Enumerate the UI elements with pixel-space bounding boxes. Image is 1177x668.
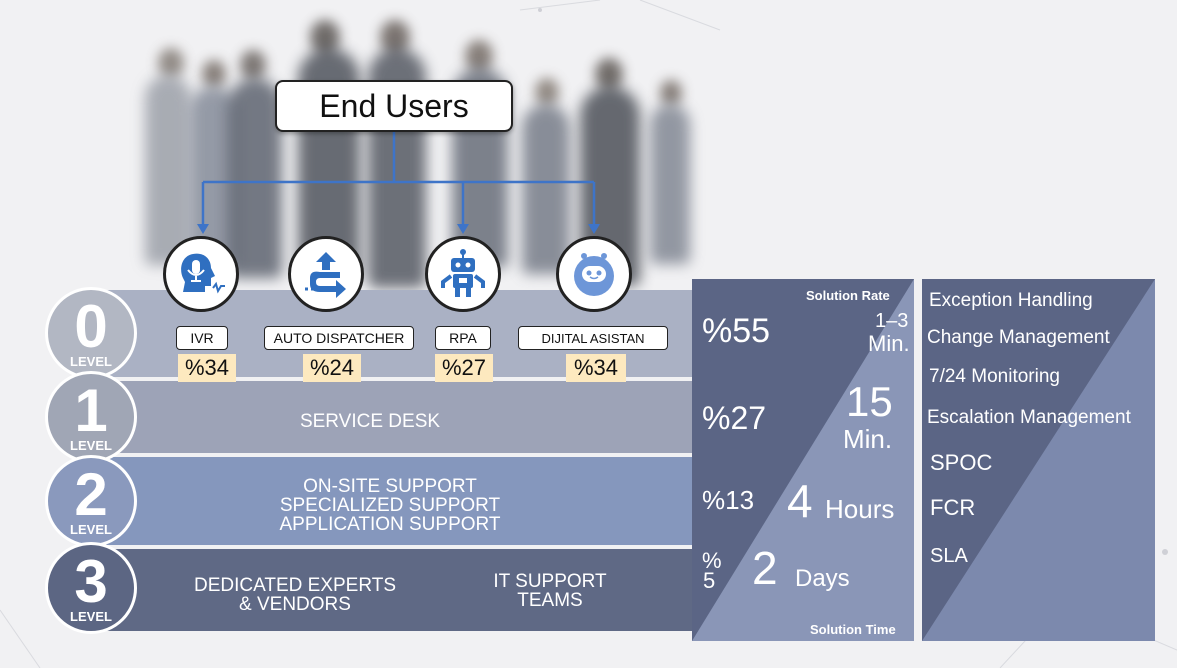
auto-dispatcher-rate: %24 [303,354,361,382]
teams-text: TEAMS [517,590,583,611]
ivr-channel [163,236,239,312]
dijital-asistan-label: DIJITAL ASISTAN [518,326,668,350]
level-label: LEVEL [70,354,112,369]
service-item: Exception Handling [929,290,1093,311]
time-level-0-value: 1–3 [875,310,909,332]
service-item: SLA [930,545,968,567]
application-support-text: APPLICATION SUPPORT [279,514,501,535]
level-3-band [90,549,695,631]
specialized-support-text: SPECIALIZED SUPPORT [279,495,501,516]
solution-rate-header: Solution Rate [806,288,890,303]
time-level-3-unit: Days [795,565,850,592]
level-1-band [90,381,695,453]
time-level-1-value: 15 [846,378,893,425]
time-level-3-value: 2 [752,542,778,594]
chatbot-icon [574,253,614,296]
time-level-0-unit: Min. [868,331,910,356]
level-0-badge: 0 LEVEL [45,287,137,379]
level-number: 0 [74,293,108,360]
time-level-2-value: 4 [787,475,813,527]
rate-level-2: %13 [702,485,755,515]
dispatch-arrows-icon [304,252,346,298]
solution-time-footer: Solution Time [810,622,896,637]
time-level-1-unit: Min. [843,424,893,454]
rpa-label: RPA [435,326,491,350]
dijital-asistan-channel [556,236,632,312]
level-label: LEVEL [70,522,112,537]
service-item: Escalation Management [927,407,1131,428]
level-2-band [90,457,695,545]
dijital-asistan-rate: %34 [566,354,626,382]
level-number: 2 [74,461,108,528]
level-1-badge: 1 LEVEL [45,371,137,463]
rpa-rate: %27 [435,354,493,382]
level-number: 3 [74,548,108,615]
on-site-support-text: ON-SITE SUPPORT [303,476,477,497]
level-2-badge: 2 LEVEL [45,455,137,547]
metrics-panel [692,279,914,641]
ivr-label: IVR [176,326,228,350]
service-desk-text: SERVICE DESK [299,411,441,432]
end-users-box: End Users [275,80,513,132]
time-level-2-unit: Hours [825,494,895,524]
service-item: 7/24 Monitoring [929,366,1060,387]
rate-level-0: %55 [702,312,771,350]
service-item: Change Management [927,327,1110,348]
it-support-text: IT SUPPORT [493,571,607,592]
level-label: LEVEL [70,609,112,624]
vendors-text: & VENDORS [239,594,351,615]
service-item: SPOC [930,450,993,475]
voice-assistant-icon [181,253,225,294]
services-panel [922,279,1155,641]
rpa-channel [425,236,501,312]
level-number: 1 [74,377,108,444]
end-users-label: End Users [319,87,469,124]
service-item: FCR [930,495,976,520]
auto-dispatcher-channel [288,236,364,312]
dedicated-experts-text: DEDICATED EXPERTS [193,575,396,596]
ivr-rate: %34 [178,354,236,382]
rate-level-3: % [702,548,722,573]
rate-level-1: %27 [702,400,767,436]
level-label: LEVEL [70,438,112,453]
auto-dispatcher-label: AUTO DISPATCHER [264,326,414,350]
level-3-badge: 3 LEVEL [45,542,137,634]
rate-level-3-digit: 5 [703,568,716,593]
robot-icon [441,249,485,297]
